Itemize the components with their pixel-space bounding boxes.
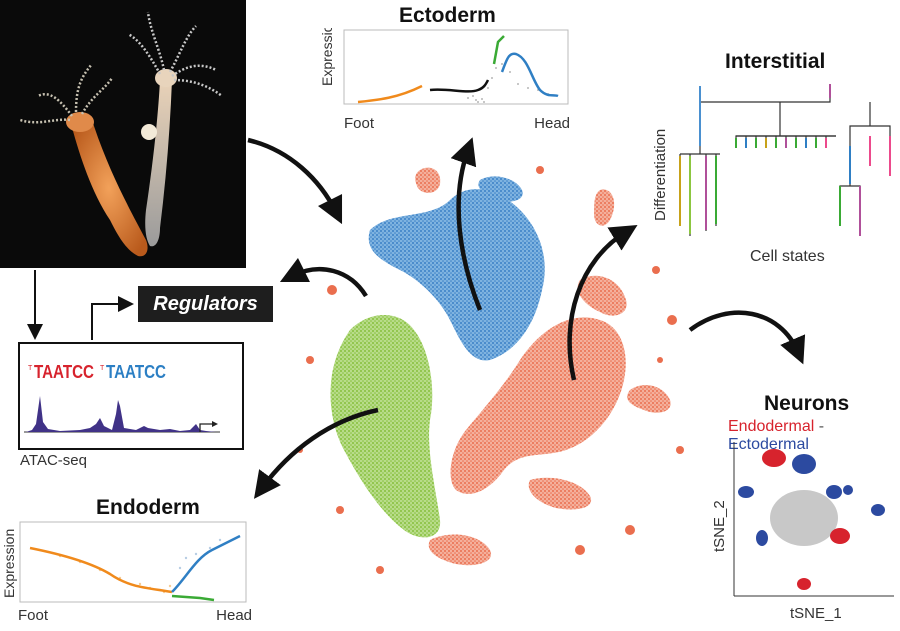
ectoderm-points <box>467 63 549 103</box>
hydra-photo <box>0 0 246 268</box>
atac-to-regulators-arrow <box>91 296 134 340</box>
endodermal-cluster-1 <box>762 449 786 467</box>
interstitial-tree: Differentiation <box>650 76 900 276</box>
motif-2: TAATCC <box>106 362 166 382</box>
hydra-polyp-icon <box>19 11 223 257</box>
motif-1: TAATCC <box>34 362 94 382</box>
ectoderm-x-end: Head <box>534 115 570 132</box>
atac-seq-panel: T TAATCC T TAATCC <box>18 342 244 450</box>
endoderm-ylabel: Expression <box>1 529 17 598</box>
neurons-legend: Endodermal - Ectodermal <box>728 418 900 454</box>
neurons-ylabel: tSNE_2 <box>711 500 728 552</box>
ectodermal-cluster-1 <box>792 454 816 474</box>
scatter-to-neurons-arrow <box>688 310 806 365</box>
ectoderm-ylabel: Expression <box>319 28 335 86</box>
interstitial-ylabel: Differentiation <box>652 129 669 221</box>
scatter-to-interstitial-arrow <box>567 224 638 381</box>
scatter-to-endoderm-arrow <box>253 407 379 499</box>
endoderm-x-start: Foot <box>18 607 49 624</box>
ectodermal-label: Ectodermal <box>728 436 809 453</box>
endoderm-title: Endoderm <box>96 496 200 519</box>
interstitial-cluster <box>450 317 626 494</box>
ectoderm-plot: Expression Foot Head <box>318 17 572 132</box>
ectoderm-title: Ectoderm <box>399 4 496 27</box>
interstitial-title: Interstitial <box>725 50 826 73</box>
endoderm-x-end: Head <box>216 607 252 624</box>
ectoderm-head-curve <box>500 52 559 98</box>
endoderm-plot: Expression Foot Head <box>0 518 254 624</box>
ectoderm-body-curve <box>429 79 490 93</box>
central-tsne-scatter <box>280 150 700 590</box>
ectoderm-tentacle-curve <box>492 35 505 65</box>
regulators-label: Regulators <box>138 286 273 322</box>
neurons-xlabel: tSNE_1 <box>790 605 842 622</box>
photo-to-scatter-arrow <box>247 137 343 225</box>
neurons-gray-cluster <box>770 490 838 546</box>
neurons-tsne: tSNE_2 tSNE_1 <box>708 436 898 626</box>
atac-seq-label: ATAC-seq <box>20 452 87 469</box>
atac-peaks <box>26 396 216 432</box>
svg-text:T: T <box>100 365 105 372</box>
endodermal-label: Endodermal <box>728 418 815 435</box>
motif-small-t: T <box>28 365 33 372</box>
ectoderm-x-start: Foot <box>344 115 375 132</box>
scatter-to-ectoderm-arrow <box>450 137 483 311</box>
scatter-to-regulators-arrow <box>279 257 368 298</box>
interstitial-xlabel: Cell states <box>750 248 825 265</box>
endoderm-tentacle-curve <box>171 594 215 602</box>
tree-colored-tips <box>679 84 891 236</box>
endoderm-foot-curve <box>29 546 173 594</box>
legend-separator: - <box>814 418 825 435</box>
endoderm-head-curve <box>171 534 241 593</box>
ectoderm-foot-curve <box>357 84 423 104</box>
neurons-title: Neurons <box>764 392 850 415</box>
endoderm-cluster <box>330 315 441 538</box>
ectoderm-cluster <box>368 189 545 361</box>
